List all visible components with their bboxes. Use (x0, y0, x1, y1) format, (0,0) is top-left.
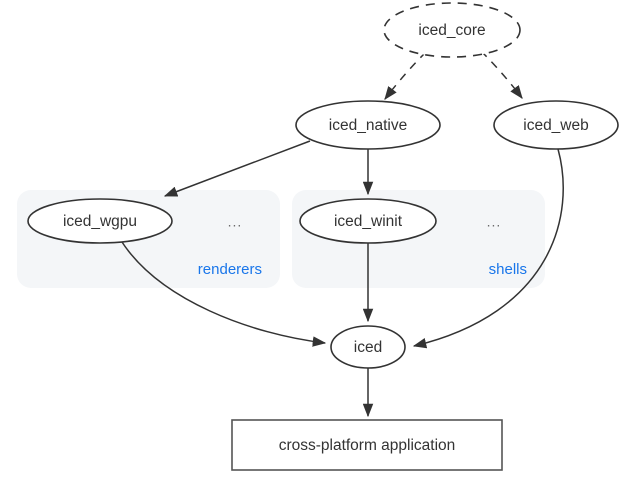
node-iced-web-ellipse[interactable] (493, 100, 619, 150)
node-iced-label: iced (354, 339, 382, 356)
edges-layer (121, 50, 564, 418)
cluster-shells-label: shells (489, 261, 527, 278)
edge-iced-wgpu-to-iced (121, 241, 327, 347)
node-iced-native-ellipse[interactable] (295, 100, 441, 150)
edge-iced-web-to-iced (412, 148, 564, 349)
node-iced-core-label: iced_core (418, 22, 485, 39)
node-application-rect[interactable] (231, 419, 503, 471)
node-iced-ellipse[interactable] (330, 325, 406, 369)
node-iced-web-label: iced_web (523, 117, 589, 134)
node-iced[interactable]: iced (330, 325, 406, 369)
node-iced-native[interactable]: iced_native (295, 100, 441, 150)
node-application-label: cross-platform application (279, 437, 456, 454)
edge-iced-native-to-iced-wgpu (163, 140, 311, 197)
node-iced-winit-label: iced_winit (334, 213, 403, 230)
node-iced-core[interactable]: iced_core (383, 2, 521, 58)
node-iced-web[interactable]: iced_web (493, 100, 619, 150)
edge-iced-core-to-iced-web (480, 50, 523, 99)
node-application[interactable]: cross-platform application (231, 419, 503, 471)
node-iced-wgpu-label: iced_wgpu (63, 213, 137, 230)
shells-ellipsis-label: ... (487, 214, 502, 230)
renderers-ellipsis-label: ... (228, 214, 243, 230)
node-iced-core-ellipse[interactable] (383, 2, 521, 58)
node-iced-winit-ellipse[interactable] (299, 198, 437, 244)
cluster-renderers-label: renderers (198, 261, 262, 278)
node-iced-native-label: iced_native (329, 117, 407, 134)
node-iced-winit[interactable]: iced_winit (299, 198, 437, 244)
node-iced-wgpu[interactable]: iced_wgpu (27, 198, 173, 244)
node-iced-wgpu-ellipse[interactable] (27, 198, 173, 244)
edge-iced-core-to-iced-native (384, 51, 427, 100)
